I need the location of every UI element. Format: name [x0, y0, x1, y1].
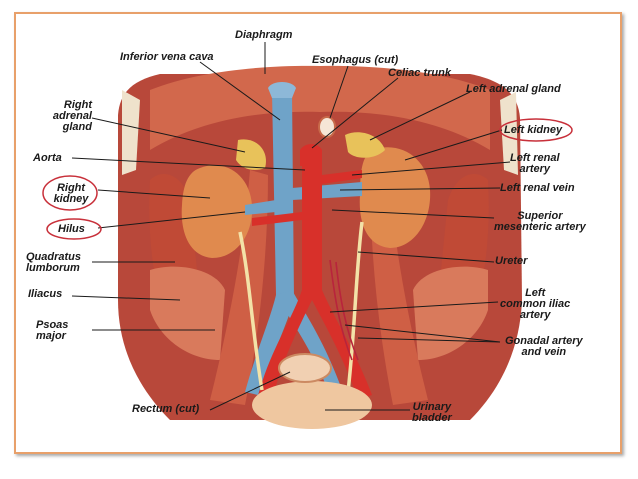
label-right-adrenal-gland: Right adrenal gland — [52, 99, 92, 133]
inferior-vena-cava-shape — [245, 92, 294, 395]
label-superior-mesenteric-artery: Superior mesenteric artery — [494, 210, 586, 233]
highlight-hilus — [46, 218, 102, 240]
label-psoas-major: Psoas major — [36, 319, 69, 342]
right-kidney-shape — [181, 165, 253, 258]
urinary-bladder-shape — [252, 381, 372, 429]
leader-lines — [71, 42, 511, 411]
rectum-cut-shape — [278, 353, 332, 383]
right-rib — [122, 90, 140, 175]
gonadal-vessels — [329, 259, 359, 361]
celiac-trunk-shape — [300, 144, 322, 166]
right-iliacus — [150, 266, 225, 360]
highlight-right-kidney — [42, 175, 98, 211]
left-rib — [500, 92, 518, 175]
right-renal-artery-shape — [252, 212, 302, 226]
aorta-shape — [258, 160, 372, 400]
label-hilus: Hilus — [58, 223, 85, 235]
label-rectum: Rectum (cut) — [132, 403, 200, 415]
label-diaphragm: Diaphragm — [235, 29, 293, 41]
label-left-renal-artery: Left renal artery — [510, 152, 560, 175]
label-quadratus-lumborum: Quadratus lumborum — [26, 251, 82, 274]
label-esophagus: Esophagus (cut) — [312, 54, 399, 66]
label-left-common-iliac-artery: Left common iliac artery — [500, 287, 571, 321]
label-iliacus: Iliacus — [28, 288, 63, 300]
left-adrenal-shape — [345, 132, 385, 158]
right-ureter-shape — [238, 231, 264, 391]
right-renal-vein-shape — [245, 200, 276, 215]
left-iliacus — [413, 266, 488, 360]
left-renal-artery-shape — [322, 170, 362, 184]
label-aorta: Aorta — [33, 152, 62, 164]
label-left-kidney: Left kidney — [504, 124, 563, 136]
label-gonadal-artery-vein: Gonadal artery and vein — [505, 335, 583, 358]
label-left-renal-vein: Left renal vein — [500, 182, 575, 194]
right-psoas — [210, 170, 268, 405]
label-urinary-bladder: Urinary bladder — [412, 401, 452, 424]
label-right-kidney: Right kidney — [53, 182, 89, 205]
left-ureter-shape — [346, 221, 364, 393]
esophagus-cut-shape — [318, 116, 336, 138]
label-left-adrenal-gland: Left adrenal gland — [466, 83, 561, 95]
right-adrenal-shape — [236, 139, 266, 170]
highlight-left-kidney — [499, 118, 573, 142]
label-celiac-trunk: Celiac trunk — [388, 67, 451, 79]
label-inferior-vena-cava: Inferior vena cava — [120, 51, 214, 63]
label-ureter: Ureter — [495, 255, 528, 267]
